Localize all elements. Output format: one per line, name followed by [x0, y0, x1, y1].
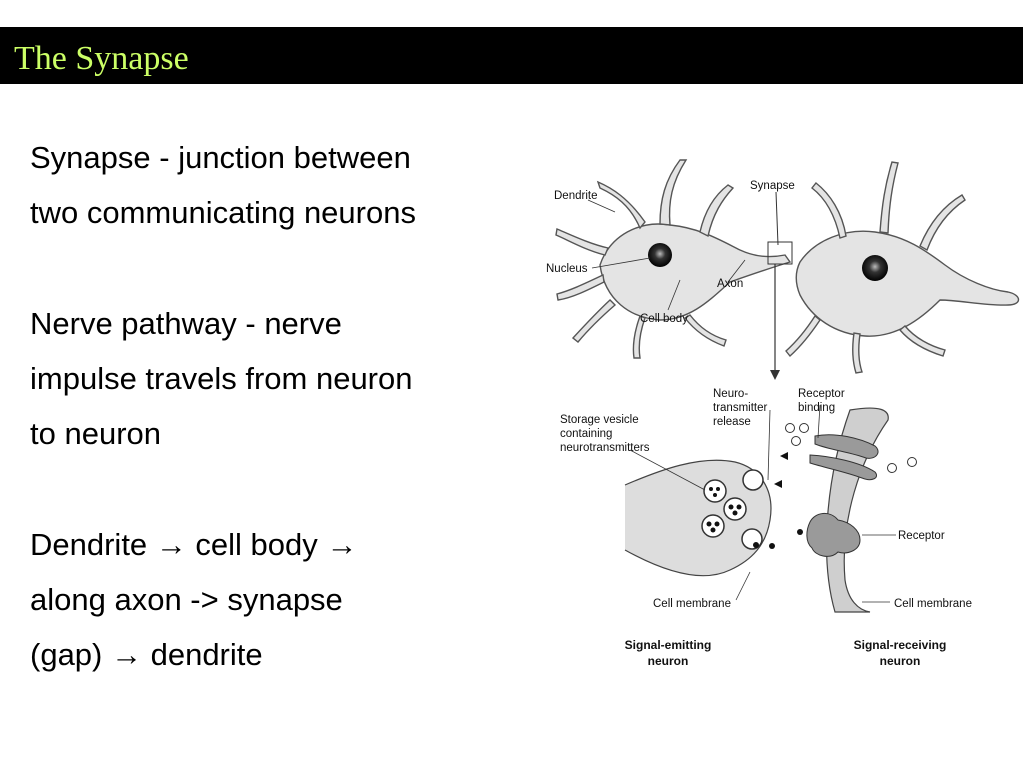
label-cell-membrane-left: Cell membrane: [653, 598, 731, 610]
label-nucleus: Nucleus: [546, 263, 588, 275]
body-line-5: to neuron: [30, 416, 161, 451]
label-cell-body: Cell body: [640, 313, 688, 325]
synapse-diagram: Dendrite Synapse Nucleus Axon Cell body …: [546, 159, 1020, 668]
label-neurotransmitter-release-3: release: [713, 416, 751, 428]
label-storage-vesicle-1: Storage vesicle: [560, 414, 639, 426]
label-receptor: Receptor: [898, 530, 945, 542]
right-nucleus-shape: [862, 255, 888, 281]
body-line-7: along axon -> synapse: [30, 582, 343, 617]
presynaptic-terminal: [624, 459, 772, 577]
label-cell-membrane-right: Cell membrane: [894, 598, 972, 610]
body-line-8: (gap) → dendrite: [30, 637, 263, 672]
left-neuron: [555, 159, 792, 359]
body-line-2: two communicating neurons: [30, 195, 416, 230]
label-signal-receiving-1: Signal-receiving: [854, 638, 947, 652]
left-nucleus-shape: [648, 243, 672, 267]
label-signal-emitting-1: Signal-emitting: [625, 638, 712, 652]
label-neurotransmitter-release-2: transmitter: [713, 402, 767, 414]
vesicles: [701, 469, 764, 550]
label-storage-vesicle-3: neurotransmitters: [560, 442, 650, 454]
right-neuron: [785, 161, 1020, 374]
label-signal-emitting-2: neuron: [648, 654, 689, 668]
synapse-box: [767, 241, 793, 265]
body-line-4: impulse travels from neuron: [30, 361, 413, 396]
label-receptor-binding-1: Receptor: [798, 388, 845, 400]
title-bar: [0, 27, 1023, 84]
receptors: [806, 434, 879, 557]
label-dendrite: Dendrite: [554, 190, 597, 202]
label-storage-vesicle-2: containing: [560, 428, 612, 440]
body-line-3: Nerve pathway - nerve: [30, 306, 342, 341]
body-line-6: Dendrite → cell body →: [30, 527, 358, 562]
slide-title: The Synapse: [14, 40, 189, 77]
body-line-1: Synapse - junction between: [30, 140, 411, 175]
label-axon: Axon: [717, 278, 743, 290]
label-receptor-binding-2: binding: [798, 402, 835, 414]
label-signal-receiving-2: neuron: [880, 654, 921, 668]
label-synapse: Synapse: [750, 180, 795, 192]
label-neurotransmitter-release-1: Neuro-: [713, 388, 748, 400]
